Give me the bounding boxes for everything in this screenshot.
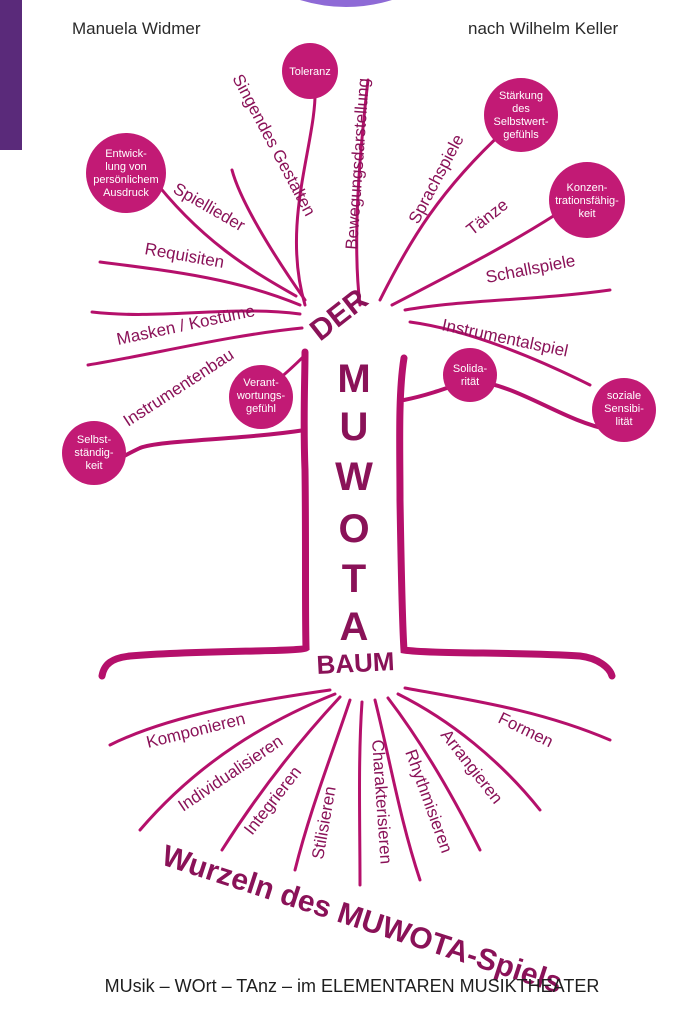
bubble-konzentration: Konzen- trationsfähig- keit	[549, 162, 625, 238]
bubble-ausdruck: Entwick- lung von persönlichem Ausdruck	[86, 133, 166, 213]
svg-text:Sensibi-: Sensibi-	[604, 403, 644, 415]
svg-text:Konzen-: Konzen-	[567, 182, 608, 194]
corner-decoration	[0, 0, 22, 150]
bubble-sensibilitaet: soziale Sensibi- lität	[592, 378, 656, 442]
muwota-letter: U	[340, 405, 369, 449]
bubble-selbststaendigkeit: Selbst- ständig- keit	[62, 421, 126, 485]
author-left: Manuela Widmer	[72, 19, 201, 38]
bubble-verantwortung: Verant- wortungs- gefühl	[229, 365, 293, 429]
svg-text:Entwick-: Entwick-	[105, 148, 147, 160]
bubble-toleranz: Toleranz	[282, 43, 338, 99]
muwota-letter: T	[342, 557, 366, 601]
muwota-letter: W	[335, 455, 373, 499]
muwota-letter: M	[337, 357, 370, 401]
footer-caption: MUsik – WOrt – TAnz – im ELEMENTAREN MUS…	[105, 976, 600, 996]
svg-text:keit: keit	[85, 460, 102, 472]
svg-text:soziale: soziale	[607, 390, 641, 402]
svg-text:des: des	[512, 103, 530, 115]
svg-text:Selbst-: Selbst-	[77, 434, 112, 446]
svg-text:gefühls: gefühls	[503, 129, 539, 141]
svg-text:keit: keit	[578, 208, 595, 220]
svg-text:Selbstwert-: Selbstwert-	[493, 116, 548, 128]
svg-text:Ausdruck: Ausdruck	[103, 187, 149, 199]
svg-text:rität: rität	[461, 376, 479, 388]
svg-text:ständig-: ständig-	[74, 447, 113, 459]
svg-text:trationsfähig-: trationsfähig-	[555, 195, 619, 207]
svg-text:lität: lität	[615, 416, 632, 428]
svg-text:Toleranz: Toleranz	[289, 66, 331, 78]
svg-text:lung von: lung von	[105, 161, 147, 173]
muwota-letter: A	[340, 605, 369, 649]
muwota-letter: O	[338, 507, 369, 551]
svg-text:Solida-: Solida-	[453, 363, 488, 375]
svg-text:Stärkung: Stärkung	[499, 90, 543, 102]
baum-label: BAUM	[316, 646, 395, 680]
svg-text:gefühl: gefühl	[246, 403, 276, 415]
svg-text:wortungs-: wortungs-	[236, 390, 286, 402]
bubble-selbstwert: Stärkung des Selbstwert- gefühls	[484, 78, 558, 152]
svg-text:Verant-: Verant-	[243, 377, 279, 389]
svg-text:persönlichem: persönlichem	[93, 174, 158, 186]
bubble-solidaritaet: Solida- rität	[443, 348, 497, 402]
author-right: nach Wilhelm Keller	[468, 19, 619, 38]
